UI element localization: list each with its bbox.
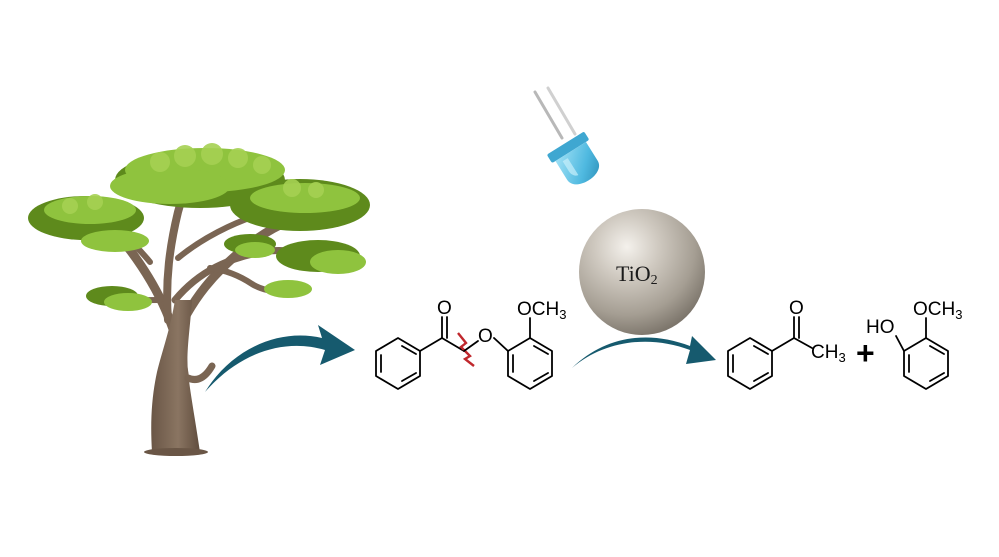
- carbonyl-oxygen: O: [437, 298, 452, 319]
- benzene-ring-acetophenone: [727, 337, 773, 390]
- ether-oxygen: O: [478, 326, 493, 347]
- reactant-methoxy-group: OCH3: [517, 299, 566, 322]
- plus-sign: +: [856, 335, 875, 371]
- led-light-icon: [533, 86, 600, 185]
- guaiacol-methoxy-group: OCH3: [913, 299, 962, 322]
- benzene-ring-right: [507, 337, 553, 390]
- tio2-sphere-icon: TiO2: [579, 209, 705, 335]
- tree-icon: [28, 143, 370, 456]
- tio2-label: TiO2: [616, 261, 658, 288]
- benzene-ring-guaiacol: [903, 337, 949, 390]
- benzene-ring-left: [375, 337, 421, 390]
- bond-cleavage-mark: [457, 332, 475, 367]
- reaction-arrow-2: [572, 336, 716, 368]
- product-acetophenone: O CH3: [727, 298, 846, 390]
- acetophenone-methyl-group: CH3: [811, 342, 846, 365]
- product-guaiacol: HO OCH3: [866, 299, 962, 390]
- guaiacol-hydroxyl-group: HO: [866, 317, 895, 338]
- reaction-arrow-1: [205, 325, 355, 392]
- acetophenone-carbonyl-oxygen: O: [789, 298, 804, 319]
- reactant-molecule: O O OCH3: [375, 298, 566, 390]
